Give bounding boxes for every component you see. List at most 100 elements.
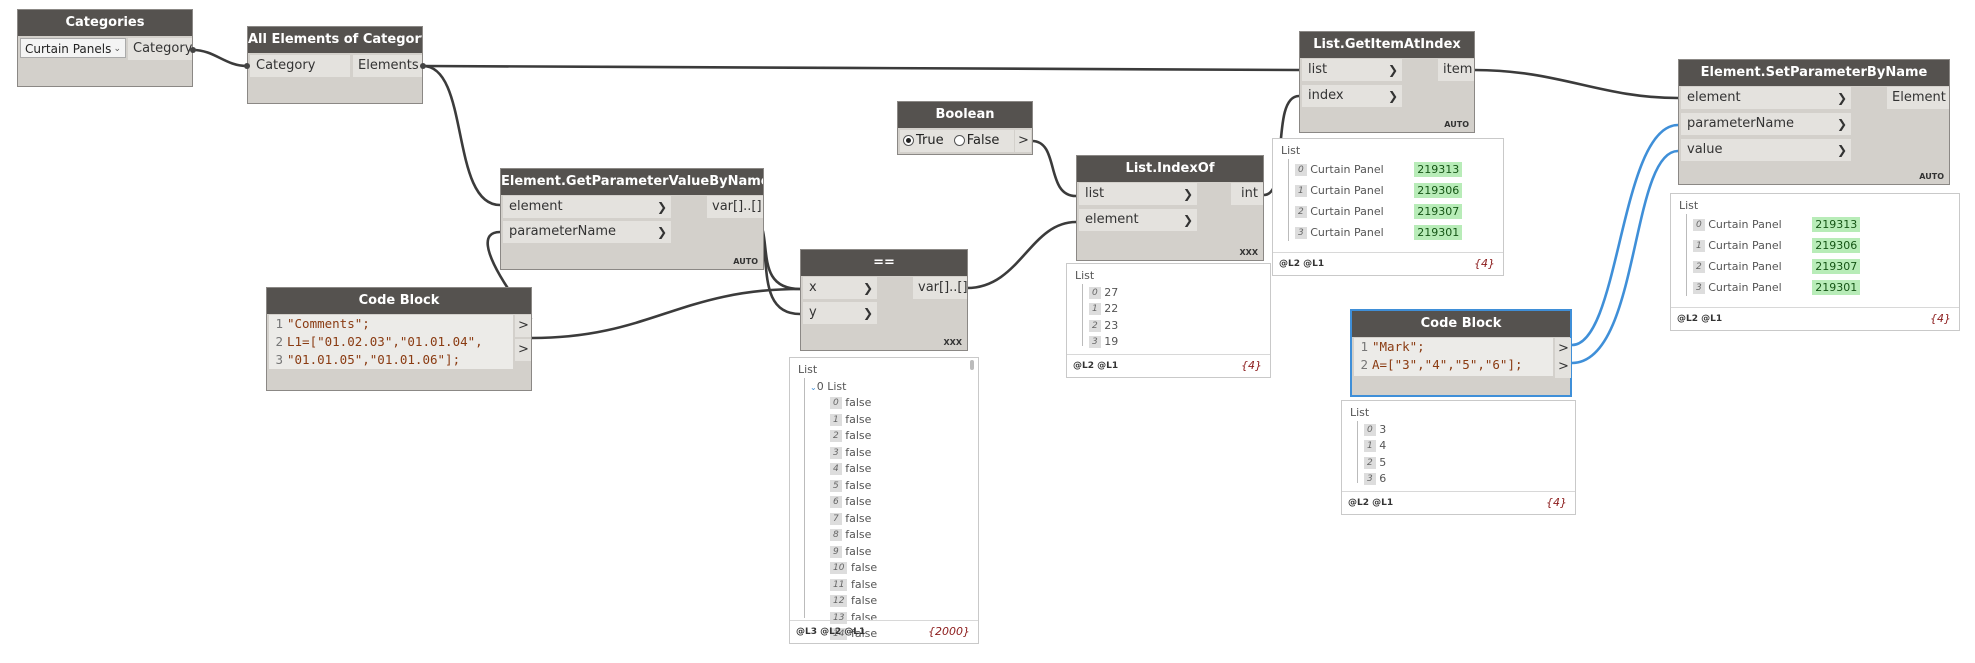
preview-root: List xyxy=(1075,269,1095,282)
get-parameter-node[interactable]: Element.GetParameterValueByName element❯… xyxy=(500,168,764,270)
element-id[interactable]: 219306 xyxy=(1812,238,1861,253)
input-port-list[interactable]: list❯ xyxy=(1302,59,1402,81)
categories-node[interactable]: Categories Curtain Panels ⌄ Category xyxy=(17,9,193,87)
item-value: 23 xyxy=(1104,318,1119,332)
output-port-2[interactable]: > xyxy=(515,339,531,361)
chevron-right-icon: ❯ xyxy=(1182,187,1193,201)
input-port-category[interactable]: Category xyxy=(250,55,350,77)
radio-false[interactable] xyxy=(953,135,965,146)
input-port-index[interactable]: index ❯ xyxy=(1302,85,1402,107)
input-port-parameter-name[interactable]: parameterName❯ xyxy=(503,221,671,243)
input-port-y[interactable]: y❯ xyxy=(803,302,877,324)
item-index: 6 xyxy=(830,496,842,508)
item-index: 0 xyxy=(1364,423,1376,436)
boolean-options: True False xyxy=(900,130,1014,152)
item-index: 2 xyxy=(830,430,842,442)
item-value: false xyxy=(845,462,872,475)
output-port-2[interactable]: > xyxy=(1555,356,1571,378)
line-number: 3 xyxy=(275,352,283,367)
output-port-bool[interactable]: > xyxy=(1015,130,1031,152)
boolean-node[interactable]: Boolean True False > xyxy=(897,101,1033,155)
input-port-label: index xyxy=(1308,88,1344,103)
collapse-icon: ⌄ xyxy=(810,382,817,392)
input-port-list[interactable]: list ❯ xyxy=(1079,183,1197,205)
element-id[interactable]: 219306 xyxy=(1414,183,1463,198)
output-port-var[interactable]: var[]..[] xyxy=(707,196,763,218)
preview-footer: @L2 @L1 {4} xyxy=(1671,307,1959,330)
item-index: 3 xyxy=(1364,473,1376,485)
index-of-node[interactable]: List.IndexOf list❯ element❯ int XXX xyxy=(1076,155,1264,261)
item-index: 9 xyxy=(830,545,842,558)
input-port-element[interactable]: element❯ xyxy=(503,196,671,218)
output-port-1[interactable]: > xyxy=(515,315,531,337)
item-count: {4} xyxy=(1930,312,1951,325)
input-port-label: list xyxy=(1085,186,1105,201)
output-port-category[interactable]: Category xyxy=(128,38,192,60)
output-port-1[interactable]: > xyxy=(1555,338,1571,360)
element-id[interactable]: 219313 xyxy=(1812,217,1861,232)
item-value: false xyxy=(845,511,872,525)
list-item: 2 5 xyxy=(1364,455,1569,472)
item-index: 3 xyxy=(1295,227,1307,239)
item-label: Curtain Panel xyxy=(1708,239,1782,252)
output-port-int[interactable]: int xyxy=(1231,183,1263,205)
chevron-right-icon: ❯ xyxy=(1387,89,1398,103)
output-port-elements[interactable]: Elements xyxy=(353,55,422,77)
item-count: {4} xyxy=(1241,359,1262,372)
item-index: 0 xyxy=(1089,286,1101,299)
element-id[interactable]: 219313 xyxy=(1414,162,1463,177)
input-port-label: parameterName xyxy=(1687,116,1794,131)
element-id[interactable]: 219301 xyxy=(1414,225,1463,240)
item-label: Curtain Panel xyxy=(1310,163,1384,176)
list-item: 3 6 xyxy=(1364,471,1569,488)
list-levels: @L2 @L1 xyxy=(1279,259,1325,269)
list-item: 0 27 xyxy=(1089,285,1264,302)
code-line: L1=["01.02.03","01.01.04", xyxy=(287,334,483,349)
input-port-parameter-name[interactable]: parameterName❯ xyxy=(1681,113,1851,135)
chevron-down-icon: ⌄ xyxy=(113,44,121,54)
input-port-value[interactable]: value❯ xyxy=(1681,139,1851,161)
list-item: 0 3 xyxy=(1364,422,1569,439)
equals-node[interactable]: == x❯ y❯ var[]..[] XXX xyxy=(800,249,968,351)
element-id[interactable]: 219301 xyxy=(1812,280,1861,295)
input-port-x[interactable]: x❯ xyxy=(803,277,877,299)
preview-footer: @L2 @L1 {4} xyxy=(1273,252,1503,275)
element-id[interactable]: 219307 xyxy=(1414,204,1463,219)
output-port-item[interactable]: item xyxy=(1438,59,1474,81)
sublist-label: 0 List xyxy=(816,379,847,393)
input-port-element[interactable]: element❯ xyxy=(1681,87,1851,109)
lacing-label: AUTO xyxy=(1919,172,1944,181)
get-item-node[interactable]: List.GetItemAtIndex list❯ index❯ item AU… xyxy=(1299,31,1475,133)
boolean-title: Boolean xyxy=(898,102,1032,128)
input-port-label: element xyxy=(1687,90,1741,105)
output-port-element[interactable]: Element xyxy=(1887,87,1949,109)
item-label: Curtain Panel xyxy=(1310,184,1384,197)
equals-title: == xyxy=(801,250,967,276)
list-item: 3 false xyxy=(830,445,972,462)
output-port-var[interactable]: var[]..[] xyxy=(913,277,968,299)
line-number: 2 xyxy=(1360,357,1368,372)
element-id[interactable]: 219307 xyxy=(1812,259,1861,274)
radio-true[interactable] xyxy=(903,135,914,146)
category-dropdown[interactable]: Curtain Panels ⌄ xyxy=(20,38,126,58)
item-index: 1 xyxy=(1364,440,1376,452)
item-label: Curtain Panel xyxy=(1310,205,1384,218)
scrollbar[interactable] xyxy=(970,360,974,370)
all-elements-node[interactable]: All Elements of Category Category Elemen… xyxy=(247,26,423,104)
set-parameter-node[interactable]: Element.SetParameterByName element❯ para… xyxy=(1678,59,1950,185)
input-port-element[interactable]: element❯ xyxy=(1079,209,1197,231)
list-levels: @L3 @L2 @L1 xyxy=(796,627,866,637)
item-value: false xyxy=(845,528,872,541)
